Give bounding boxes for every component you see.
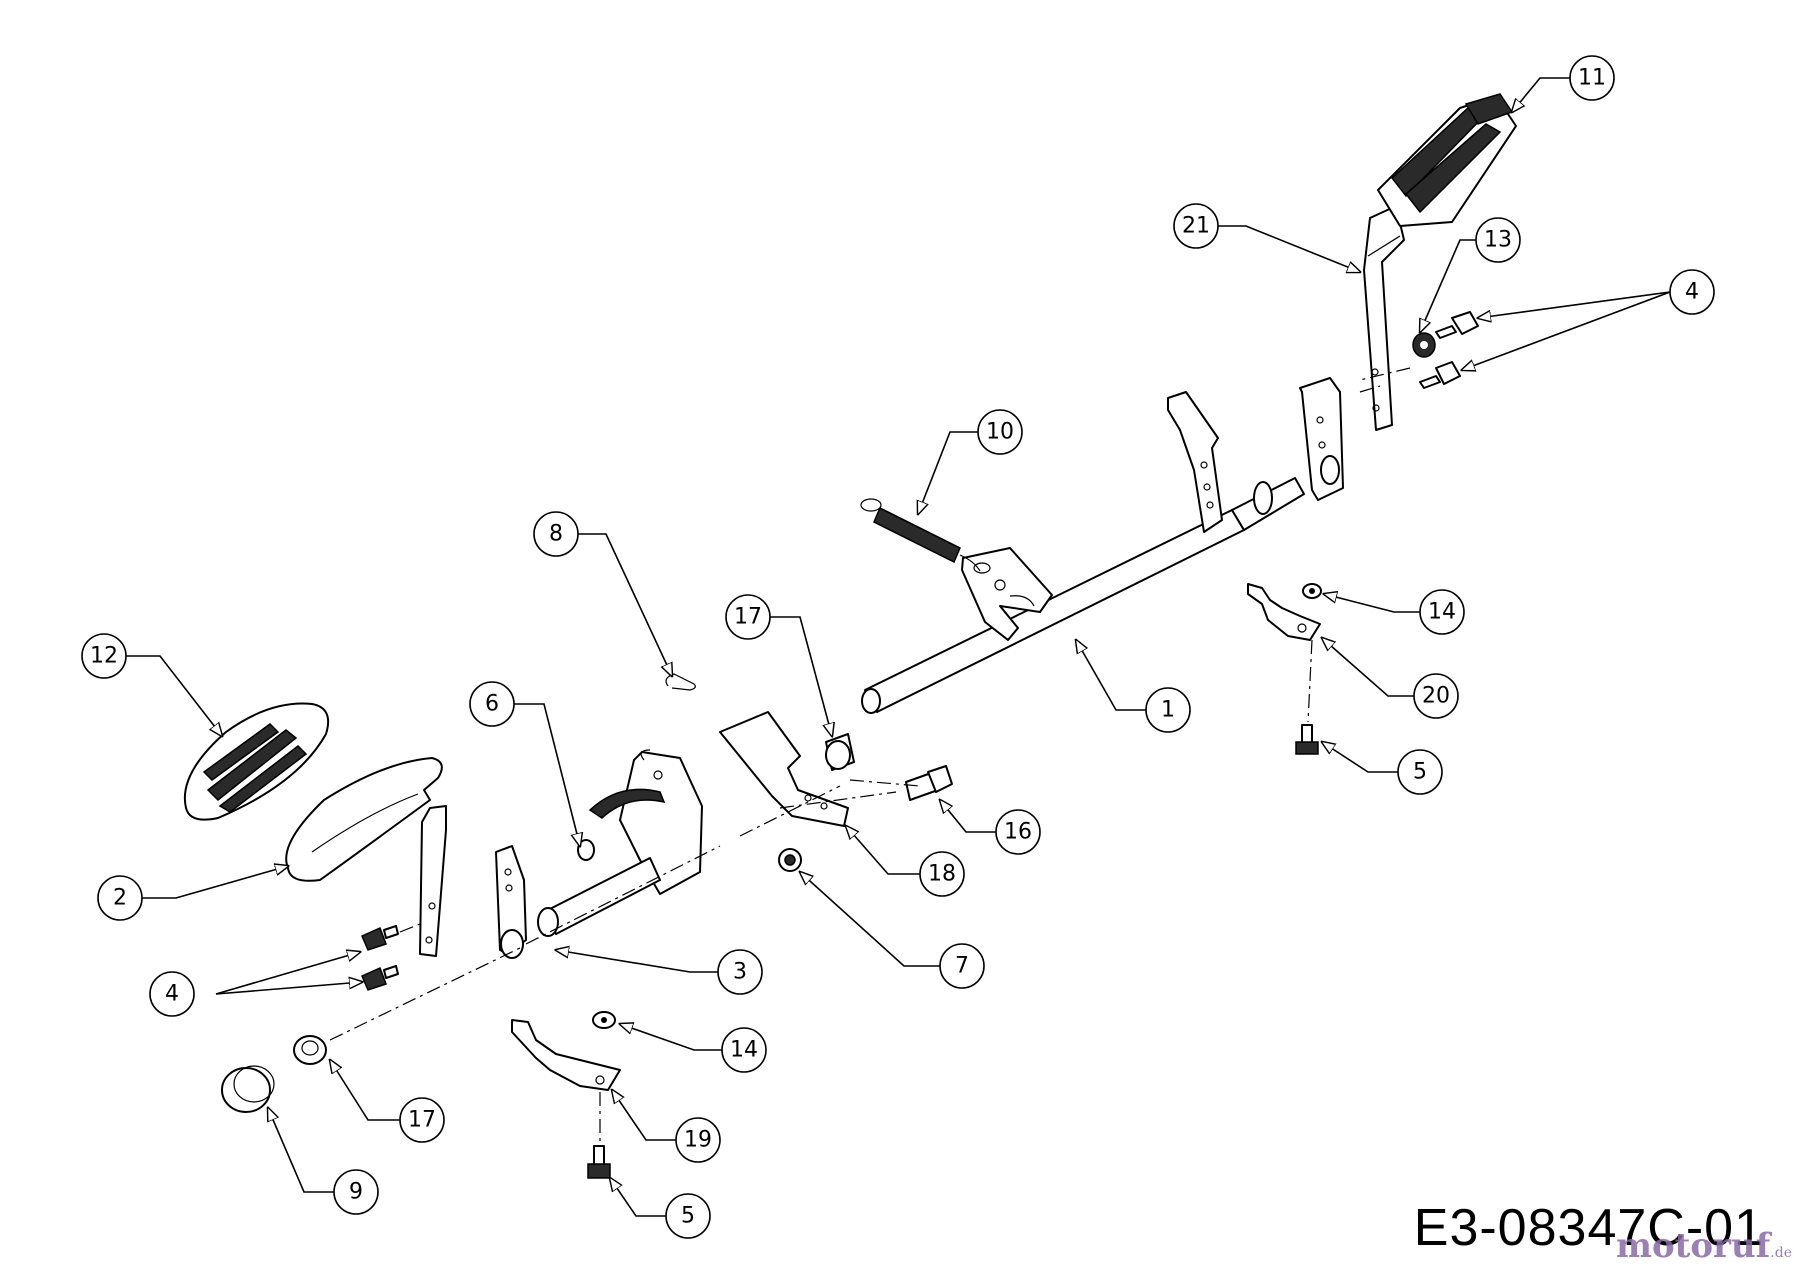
part-bolts-left xyxy=(361,925,399,991)
callout-4-right: 4 xyxy=(1669,269,1715,315)
part-nut xyxy=(778,848,802,872)
callout-2: 2 xyxy=(97,875,143,921)
svg-text:4: 4 xyxy=(165,982,179,1007)
callout-14-right: 14 xyxy=(1419,589,1465,635)
part-clip-lower xyxy=(511,1011,621,1091)
part-bolts-right xyxy=(1419,311,1479,389)
part-left-pedal-pad xyxy=(183,702,330,821)
callout-8: 8 xyxy=(533,511,579,557)
callout-20: 20 xyxy=(1413,673,1459,719)
part-hairpin-clip xyxy=(665,673,696,691)
svg-text:1: 1 xyxy=(1161,698,1175,723)
part-cap xyxy=(221,1065,275,1113)
part-bolt-lower-left xyxy=(587,1145,611,1179)
svg-text:20: 20 xyxy=(1422,684,1450,709)
callout-10: 10 xyxy=(977,409,1023,455)
part-right-lever xyxy=(1363,205,1405,431)
part-shaft xyxy=(861,477,1305,714)
svg-text:14: 14 xyxy=(730,1038,758,1063)
part-bolt-16 xyxy=(905,765,953,801)
callout-18: 18 xyxy=(919,851,965,897)
part-spring-bracket xyxy=(961,547,1053,641)
callout-17-upper: 17 xyxy=(725,594,771,640)
svg-text:19: 19 xyxy=(684,1128,712,1153)
svg-text:12: 12 xyxy=(90,644,118,669)
part-bushing-upper xyxy=(825,733,855,771)
callout-4-left: 4 xyxy=(149,971,195,1017)
callout-17-lower: 17 xyxy=(399,1097,445,1143)
svg-text:16: 16 xyxy=(1004,820,1032,845)
part-brake-arm xyxy=(719,711,849,827)
watermark-text: motoruf xyxy=(1616,1226,1771,1266)
callout-19: 19 xyxy=(675,1117,721,1163)
svg-text:18: 18 xyxy=(928,862,956,887)
svg-text:21: 21 xyxy=(1182,214,1210,239)
svg-text:4: 4 xyxy=(1685,280,1699,305)
callout-5-right: 5 xyxy=(1397,749,1443,795)
svg-text:9: 9 xyxy=(349,1180,363,1205)
svg-text:17: 17 xyxy=(734,605,762,630)
callout-5-lower: 5 xyxy=(665,1193,711,1239)
callout-21: 21 xyxy=(1173,203,1219,249)
drawing-code: E3-08347C-01 xyxy=(1413,1199,1764,1257)
callout-11: 11 xyxy=(1569,55,1615,101)
part-gear-plate xyxy=(577,749,703,895)
part-clip-right xyxy=(1247,583,1322,641)
center-lines xyxy=(329,367,1411,1144)
part-bolt-lower-right xyxy=(1295,724,1319,755)
callout-16: 16 xyxy=(995,809,1041,855)
callout-7: 7 xyxy=(939,943,985,989)
part-spring xyxy=(860,498,991,574)
svg-text:11: 11 xyxy=(1578,66,1606,91)
svg-text:7: 7 xyxy=(955,954,969,979)
callout-14-lower: 14 xyxy=(721,1027,767,1073)
part-left-tube xyxy=(495,845,661,959)
callout-13: 13 xyxy=(1475,217,1521,263)
svg-text:10: 10 xyxy=(986,420,1014,445)
watermark-tld: .de xyxy=(1770,1245,1792,1261)
part-right-pedal-pad xyxy=(1377,93,1517,227)
svg-text:6: 6 xyxy=(485,692,499,717)
watermark-logo: motoruf.de xyxy=(1616,1226,1792,1266)
svg-text:17: 17 xyxy=(408,1108,436,1133)
part-left-pedal xyxy=(285,757,447,957)
leader-lines xyxy=(126,77,1671,1217)
svg-text:14: 14 xyxy=(1428,600,1456,625)
callout-9: 9 xyxy=(333,1169,379,1215)
callout-6: 6 xyxy=(469,681,515,727)
callout-1: 1 xyxy=(1145,687,1191,733)
svg-text:13: 13 xyxy=(1484,228,1512,253)
svg-text:5: 5 xyxy=(1413,760,1427,785)
svg-text:3: 3 xyxy=(733,960,747,985)
part-bushing-lower xyxy=(293,1035,327,1065)
callout-3: 3 xyxy=(717,949,763,995)
callout-12: 12 xyxy=(81,633,127,679)
svg-text:8: 8 xyxy=(549,522,563,547)
part-center-plate xyxy=(1167,391,1223,533)
part-right-bracket xyxy=(1299,377,1344,501)
part-washer-right xyxy=(1412,332,1436,358)
svg-text:2: 2 xyxy=(113,886,127,911)
svg-text:5: 5 xyxy=(681,1204,695,1229)
